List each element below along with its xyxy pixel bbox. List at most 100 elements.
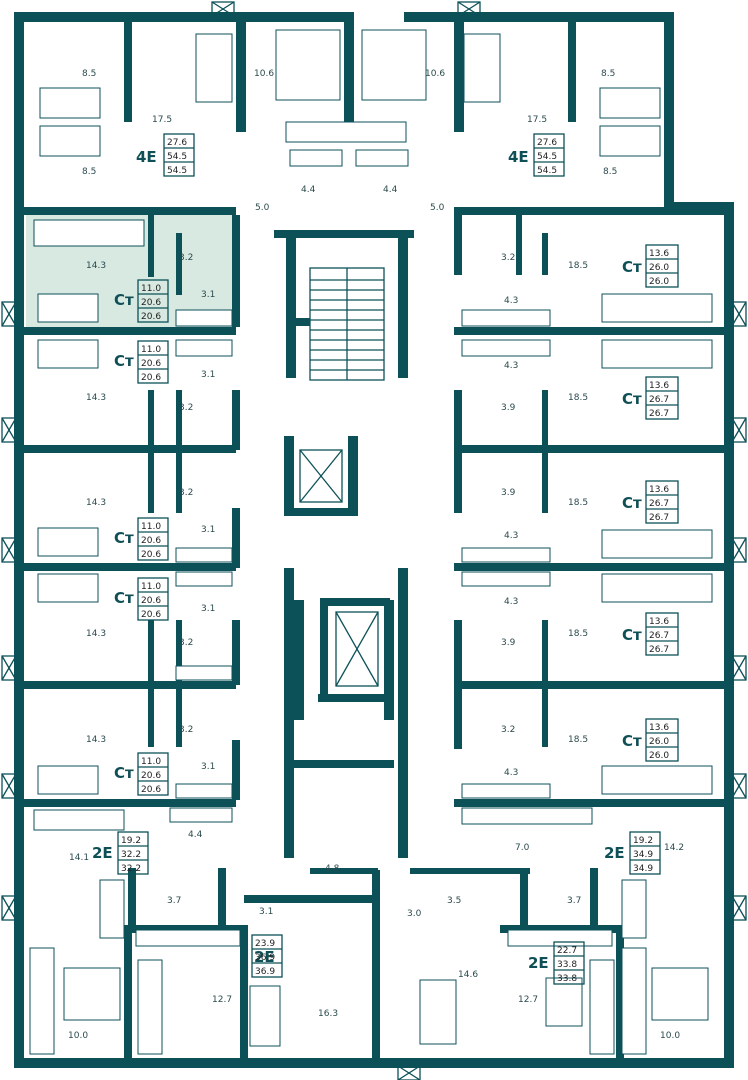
unit-area-full: 32.2 — [121, 864, 141, 874]
room-area: 8.5 — [82, 69, 96, 79]
unit-area-full: 54.5 — [537, 166, 557, 176]
room-area: 18.5 — [568, 629, 588, 639]
unit-badge-ct-r5[interactable]: Ст 13.6 26.0 26.0 — [622, 718, 679, 762]
room-area: 4.4 — [188, 830, 203, 840]
room-area: 14.3 — [86, 261, 106, 271]
unit-area-total: 20.6 — [141, 298, 161, 308]
unit-code: Ст — [114, 529, 134, 547]
room-area: 3.1 — [201, 604, 215, 614]
unit-area-living: 13.6 — [649, 381, 669, 391]
room-area: 3.9 — [501, 488, 516, 498]
unit-badge-ct-r1[interactable]: Ст 13.6 26.0 26.0 — [622, 244, 679, 288]
unit-badge-ct-l3[interactable]: Ст 11.0 20.6 20.6 — [114, 517, 169, 561]
room-area: 12.7 — [212, 995, 232, 1005]
room-area-labels: 8.5 10.6 10.6 8.5 17.5 17.5 8.5 8.5 4.4 … — [68, 69, 684, 1041]
room-area: 3.2 — [501, 725, 515, 735]
unit-code: 2E — [604, 844, 625, 862]
unit-area-full: 20.6 — [141, 610, 161, 620]
unit-badge-ct-r2[interactable]: Ст 13.6 26.7 26.7 — [622, 376, 679, 420]
unit-code: Ст — [114, 352, 134, 370]
unit-badge-ct-r3[interactable]: Ст 13.6 26.7 26.7 — [622, 480, 679, 524]
unit-code: Ст — [114, 291, 134, 309]
right-unit-walls — [454, 207, 724, 807]
unit-area-living: 13.6 — [649, 723, 669, 733]
room-area: 10.0 — [68, 1031, 88, 1041]
unit-code: Ст — [622, 626, 642, 644]
unit-area-total: 20.6 — [141, 771, 161, 781]
unit-area-total: 54.5 — [537, 152, 557, 162]
room-area: 10.0 — [660, 1031, 680, 1041]
room-area: 3.1 — [201, 525, 215, 535]
unit-area-full: 20.6 — [141, 785, 161, 795]
unit-badge-ct-l4[interactable]: Ст 11.0 20.6 20.6 — [114, 577, 169, 621]
unit-area-full: 20.6 — [141, 373, 161, 383]
room-area: 4.3 — [504, 531, 518, 541]
unit-area-full: 26.7 — [649, 645, 669, 655]
unit-area-total: 20.6 — [141, 596, 161, 606]
room-area: 18.5 — [568, 261, 588, 271]
unit-badges: 4E 27.6 54.5 54.5 4E 27.6 54.5 54.5 Ст 1… — [92, 133, 679, 985]
room-area: 4.3 — [504, 296, 518, 306]
unit-area-living: 22.7 — [557, 946, 577, 956]
room-area: 4.4 — [301, 185, 316, 195]
room-area: 14.1 — [69, 853, 89, 863]
room-area: 17.5 — [527, 115, 547, 125]
room-area: 8.5 — [601, 69, 615, 79]
room-area: 3.7 — [567, 896, 581, 906]
room-area: 3.1 — [201, 290, 215, 300]
unit-code: 4E — [508, 148, 529, 166]
unit-badge-2e-left[interactable]: 2E 19.2 32.2 32.2 — [92, 831, 149, 875]
unit-code: Ст — [622, 390, 642, 408]
unit-code: 2E — [254, 948, 275, 966]
unit-badge-4e-right[interactable]: 4E 27.6 54.5 54.5 — [508, 133, 565, 177]
room-area: 7.0 — [515, 843, 530, 853]
unit-code: Ст — [114, 764, 134, 782]
room-area: 3.2 — [179, 725, 193, 735]
unit-area-living: 19.2 — [121, 836, 141, 846]
unit-area-full: 26.0 — [649, 751, 669, 761]
unit-area-full: 20.6 — [141, 312, 161, 322]
unit-badge-4e-left[interactable]: 4E 27.6 54.5 54.5 — [136, 133, 195, 177]
unit-badge-2e-bottom-right[interactable]: 2E 22.7 33.8 33.8 — [528, 941, 585, 985]
unit-badge-ct-l2[interactable]: Ст 11.0 20.6 20.6 — [114, 340, 169, 384]
unit-area-full: 26.7 — [649, 513, 669, 523]
unit-area-living: 11.0 — [141, 757, 161, 767]
room-area: 3.2 — [179, 488, 193, 498]
unit-area-total: 32.2 — [121, 850, 141, 860]
unit-area-living: 13.6 — [649, 617, 669, 627]
elevators — [299, 449, 379, 687]
unit-area-full: 54.5 — [167, 166, 187, 176]
room-area: 3.9 — [501, 403, 516, 413]
room-area: 10.6 — [254, 69, 274, 79]
room-area: 18.5 — [568, 735, 588, 745]
stairs — [309, 267, 385, 381]
room-area: 14.2 — [664, 843, 684, 853]
unit-code: 4E — [136, 148, 157, 166]
unit-code: Ст — [622, 494, 642, 512]
unit-badge-ct-l1[interactable]: Ст 11.0 20.6 20.6 — [114, 279, 169, 323]
unit-area-total: 26.7 — [649, 499, 669, 509]
room-area: 4.3 — [504, 361, 518, 371]
unit-area-living: 11.0 — [141, 284, 161, 294]
room-area: 4.8 — [325, 864, 340, 874]
room-area: 3.2 — [179, 403, 193, 413]
unit-area-total: 36.9 — [255, 953, 275, 963]
unit-badge-ct-r4[interactable]: Ст 13.6 26.7 26.7 — [622, 612, 679, 656]
room-area: 3.7 — [167, 896, 181, 906]
room-area: 18.5 — [568, 393, 588, 403]
unit-badge-2e-bottom-centre[interactable]: 2E 23.9 36.9 36.9 — [251, 934, 283, 978]
room-area: 14.6 — [458, 970, 478, 980]
unit-area-living: 27.6 — [537, 138, 557, 148]
room-area: 12.7 — [518, 995, 538, 1005]
room-area: 8.5 — [603, 167, 617, 177]
unit-badge-2e-right[interactable]: 2E 19.2 34.9 34.9 — [604, 831, 661, 875]
room-area: 4.3 — [504, 768, 518, 778]
unit-area-full: 34.9 — [633, 864, 653, 874]
unit-code: Ст — [114, 589, 134, 607]
unit-badge-ct-l5[interactable]: Ст 11.0 20.6 20.6 — [114, 752, 169, 796]
unit-code: Ст — [622, 732, 642, 750]
unit-area-total: 34.9 — [633, 850, 653, 860]
unit-area-living: 27.6 — [167, 138, 187, 148]
